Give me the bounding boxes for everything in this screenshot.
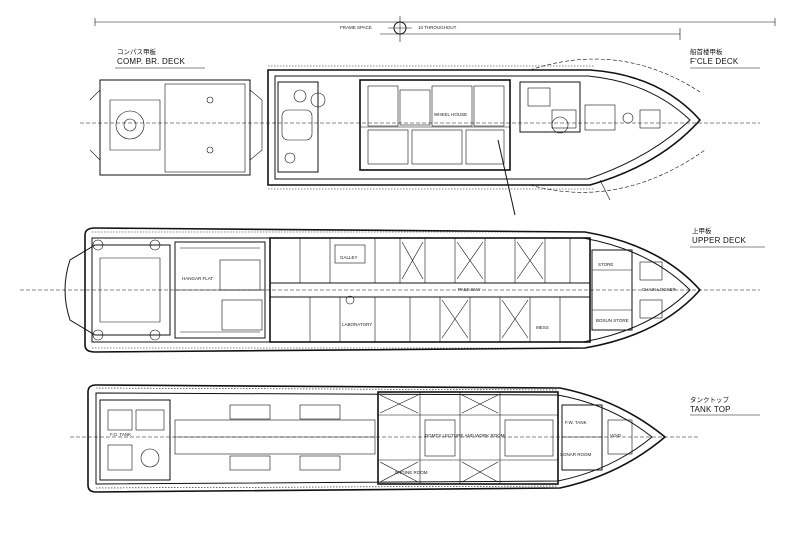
room-void: VOID: [610, 433, 622, 438]
comp-br-deck-title-jp: コンパス甲板: [117, 48, 156, 56]
room-fw-tank: F.W. TANK: [565, 420, 587, 425]
center-mark-icon: [388, 16, 412, 42]
room-wheel-house: WHEEL HOUSE: [434, 112, 468, 117]
room-fo-tank: F.O. TANK: [110, 432, 132, 437]
upper-deck-title-jp: 上甲板: [692, 227, 712, 235]
tank-top-title: TANK TOP: [690, 405, 731, 414]
room-galley: GALLEY: [340, 255, 358, 260]
frame-space-value: 10 THROUGHOUT: [418, 25, 457, 30]
tank-top-title-jp: タンクトップ: [690, 396, 729, 404]
room-hangar-flat: HANGAR FLAT: [182, 276, 214, 281]
room-sonar: SONAR ROOM: [560, 452, 592, 457]
room-engine-room: DGMTS LECTURE AND WORK ROOM: [425, 433, 505, 438]
fcle-deck-plan: [80, 58, 760, 216]
room-mess: MESS: [536, 325, 549, 330]
fcle-deck-title-jp: 船首楼甲板: [690, 48, 723, 56]
room-laboratory: LABORATORY: [342, 322, 373, 327]
frame-scale-line: [94, 18, 776, 40]
room-store: STORE: [598, 262, 614, 267]
room-chain-locker: CHAIN LOCKER: [642, 287, 676, 292]
upper-deck-plan: [20, 227, 760, 353]
room-engine-room-lower: ENGINE ROOM: [395, 470, 428, 475]
room-bosun-store: BOSUN STORE: [596, 318, 629, 323]
fcle-deck-title: F'CLE DECK: [690, 57, 739, 66]
room-pass-way: PASS WAY: [458, 287, 481, 292]
comp-br-deck-title: COMP. BR. DECK: [117, 57, 185, 66]
tank-top-plan: [70, 384, 700, 493]
upper-deck-title: UPPER DECK: [692, 236, 747, 245]
frame-space-label: FRAME SPACE: [340, 25, 372, 30]
